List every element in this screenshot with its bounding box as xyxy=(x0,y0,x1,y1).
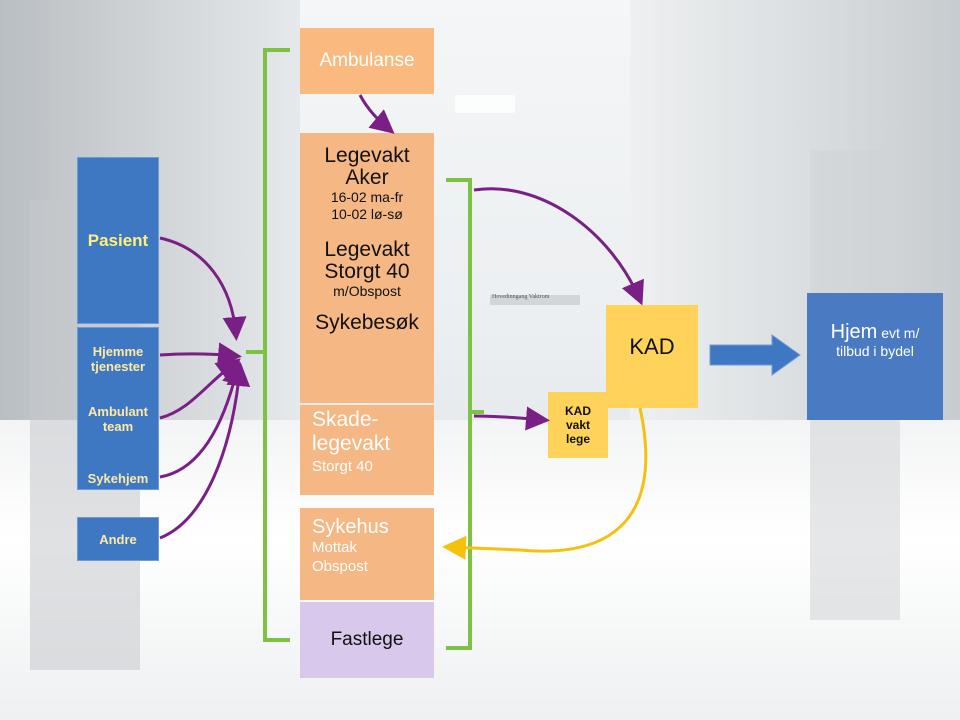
hjemme-tjenester: Hjemme tjenester xyxy=(78,344,158,374)
skade-address: Storgt 40 xyxy=(312,458,373,475)
legevakt-aker-title-1: Legevakt xyxy=(324,144,410,167)
sykebesok-label: Sykebesøk xyxy=(315,311,419,334)
sykehus-mottak: Mottak xyxy=(312,539,358,556)
legevakt-box: Legevakt Aker 16-02 ma-fr 10-02 lø-sø Le… xyxy=(300,133,434,403)
legevakt-aker-title-2: Aker xyxy=(345,166,389,189)
fastlege-box: Fastlege xyxy=(300,602,434,678)
sykehjem: Sykehjem xyxy=(78,471,158,486)
corridor-sign-text: Hovedinngang Vaktrom xyxy=(492,294,550,300)
hjem-box: Hjem evt m/ tilbud i bydel xyxy=(807,293,943,420)
aker-hours-weekday: 16-02 ma-fr xyxy=(330,189,404,205)
skade-title-2: legevakt xyxy=(312,432,391,455)
andre-label: Andre xyxy=(99,531,137,547)
kad-label: KAD xyxy=(629,333,675,359)
hjem-line-1: Hjem evt m/ xyxy=(830,321,920,343)
hjem-title: Hjem xyxy=(830,321,878,343)
hjem-line-2: tilbud i bydel xyxy=(836,343,914,359)
ambulanse-box: Ambulanse xyxy=(300,28,434,94)
kad-vakt-lege-box: KAD vakt lege xyxy=(548,392,608,458)
pasient-box: Pasient xyxy=(77,157,159,324)
sykehjem-label: Sykehjem xyxy=(87,471,149,486)
skade-title-1: Skade- xyxy=(312,408,379,431)
kad-vakt-label-2: vakt xyxy=(565,418,591,432)
ambulant-label-2: team xyxy=(102,419,134,434)
kad-box: KAD xyxy=(606,305,698,408)
andre-box: Andre xyxy=(77,517,159,561)
legevakt-storgt-title-2: Storgt 40 xyxy=(324,260,410,283)
hjemme-label-2: tjenester xyxy=(90,359,146,374)
kad-vakt-label-1: KAD xyxy=(565,404,591,418)
fastlege-label: Fastlege xyxy=(330,629,404,650)
hjemme-label-1: Hjemme xyxy=(92,344,144,359)
legevakt-storgt-title-1: Legevakt xyxy=(324,238,410,261)
sykehus-box: Sykehus Mottak Obspost xyxy=(300,508,434,600)
sykehus-obspost: Obspost xyxy=(312,558,368,575)
ambulanse-label: Ambulanse xyxy=(319,50,415,71)
aker-hours-weekend: 10-02 lø-sø xyxy=(331,206,403,222)
ceiling-light xyxy=(455,95,515,113)
pasient-label: Pasient xyxy=(87,230,149,250)
services-box: Hjemme tjenester Ambulant team Sykehjem xyxy=(77,327,159,490)
skadelegevakt-box: Skade- legevakt Storgt 40 xyxy=(300,405,434,495)
ambulant-label-1: Ambulant xyxy=(88,404,148,419)
hjem-evt: evt m/ xyxy=(877,325,920,341)
sykehus-title: Sykehus xyxy=(312,516,389,538)
ambulant-team: Ambulant team xyxy=(78,404,158,434)
kad-vakt-label-3: lege xyxy=(565,432,590,446)
legevakt-storgt-obspost: m/Obspost xyxy=(333,283,401,299)
